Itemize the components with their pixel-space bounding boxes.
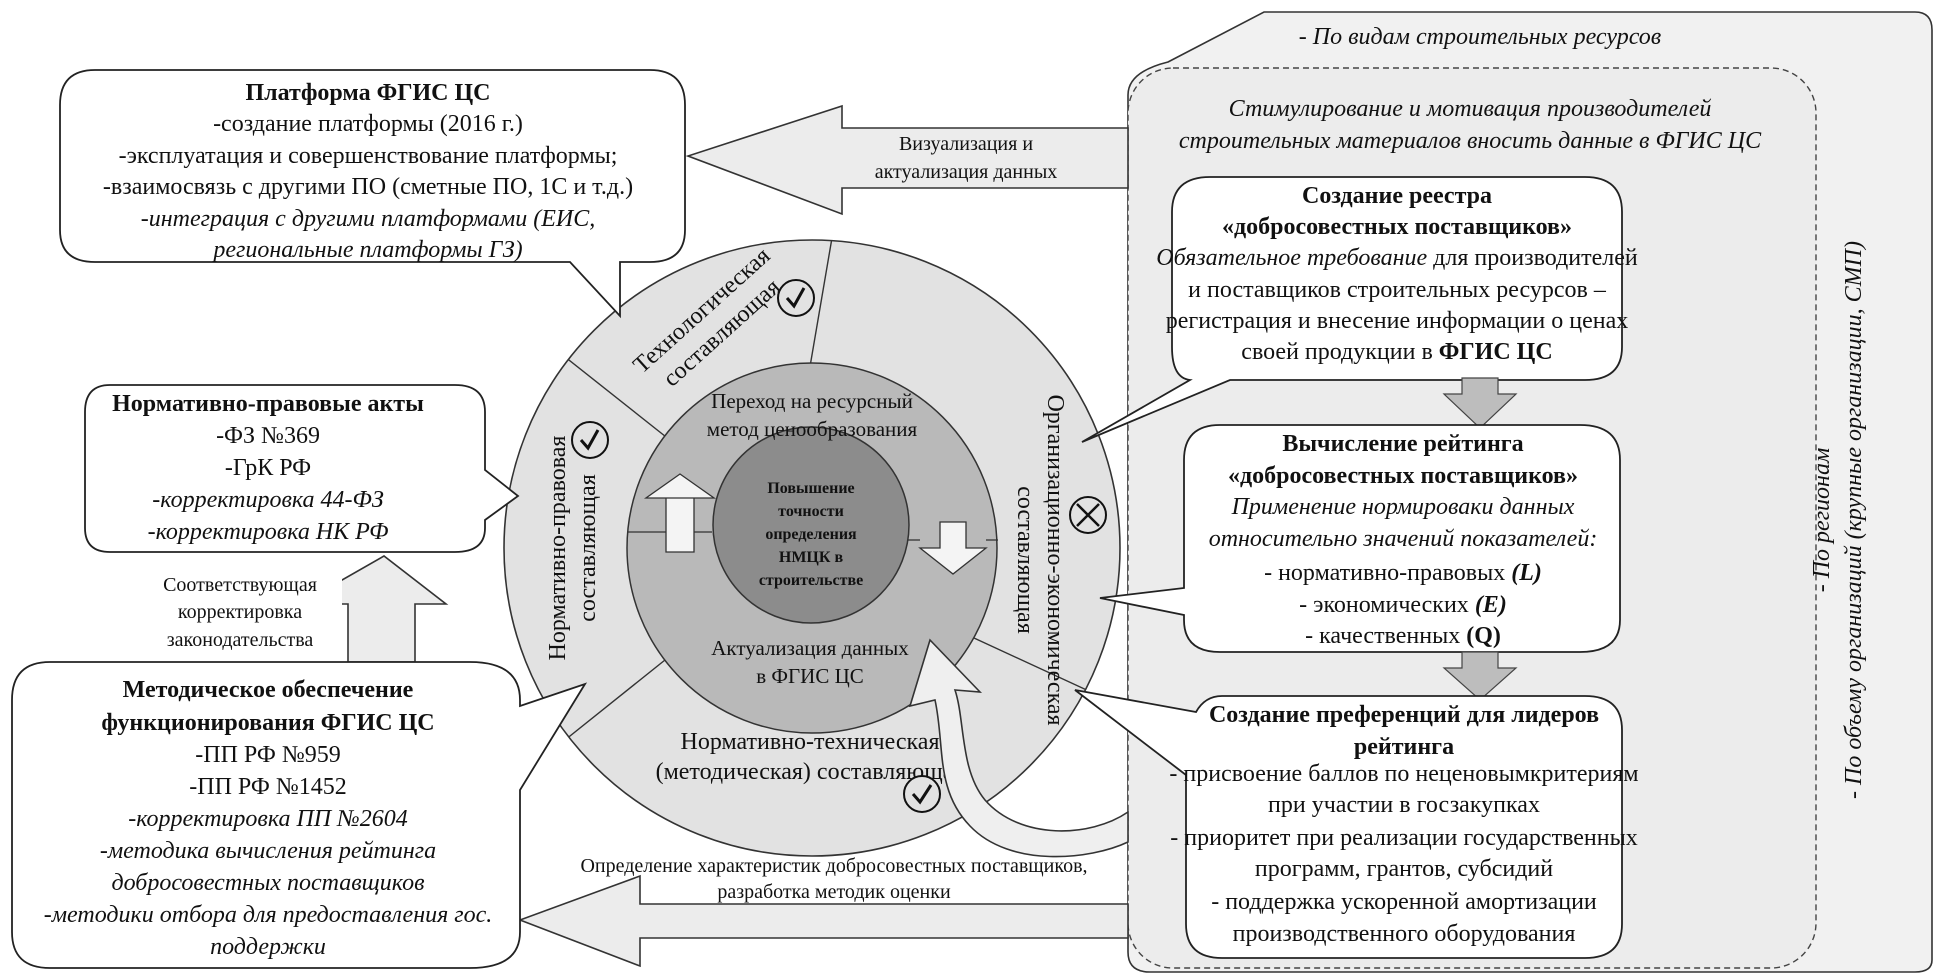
ring-bottom-label-1: Актуализация данных bbox=[711, 636, 909, 660]
ring-top-label-2: метод ценообразования bbox=[707, 417, 918, 441]
gray-down-arrow bbox=[1442, 651, 1518, 701]
svg-text:- По регионам: - По регионам bbox=[1809, 448, 1835, 593]
curved-return-arrow bbox=[908, 638, 1129, 858]
legal-line-3: -корректировка 44-ФЗ bbox=[152, 487, 384, 513]
svg-text:составляющая: составляющая bbox=[1012, 486, 1038, 633]
methodology-callout bbox=[11, 661, 588, 969]
method-line-7: поддержки bbox=[210, 934, 326, 960]
prefs-title-1: Создание преференций для лидеров bbox=[1209, 702, 1599, 728]
svg-text:Организационно-экономическая: Организационно-экономическая bbox=[1042, 394, 1068, 725]
legal-acts-callout bbox=[84, 384, 520, 553]
motivation-line-1: Стимулирование и мотивация производителе… bbox=[1229, 96, 1712, 122]
ring-bottom-label-2: в ФГИС ЦС bbox=[756, 664, 864, 688]
method-line-2: -ПП РФ №1452 bbox=[189, 774, 346, 800]
norm-tech-label-1: Нормативно-техническая bbox=[681, 729, 940, 755]
prefs-line-3: - приоритет при реализации государственн… bbox=[1170, 825, 1637, 851]
platform-line-3: -взаимосвязь с другими ПО (сметные ПО, 1… bbox=[103, 174, 633, 200]
legislation-label-1: Соответствующая bbox=[163, 574, 317, 596]
definition-arrow bbox=[517, 874, 1129, 968]
registry-title-2: «добросовестных поставщиков» bbox=[1222, 214, 1572, 240]
check-circle-icon bbox=[777, 279, 815, 317]
visualization-label-1: Визуализация и bbox=[899, 133, 1033, 155]
svg-text:Повышение: Повышение bbox=[767, 480, 854, 497]
legislation-label-2: корректировка bbox=[178, 601, 302, 623]
method-line-1: -ПП РФ №959 bbox=[195, 742, 340, 768]
norm-legal-label: Нормативно-правовая составляющая bbox=[545, 436, 601, 661]
svg-text:составляющая: составляющая bbox=[575, 474, 601, 621]
platform-line-5: региональные платформы ГЗ) bbox=[211, 237, 522, 263]
legal-line-2: -ГрК РФ bbox=[225, 455, 311, 481]
cross-circle-icon bbox=[1069, 496, 1107, 534]
rating-line-2: относительно значений показателей: bbox=[1209, 526, 1598, 552]
method-line-5: добросовестных поставщиков bbox=[111, 870, 424, 896]
method-line-4: -методика вычисления рейтинга bbox=[100, 838, 436, 864]
prefs-line-2: при участии в госзакупках bbox=[1268, 792, 1540, 818]
registry-box bbox=[1081, 176, 1623, 443]
rating-item-3: - качественных (Q) bbox=[1305, 623, 1501, 649]
svg-text:- По объему организаций (крупн: - По объему организаций (крупные организ… bbox=[1841, 241, 1867, 799]
svg-text:определения: определения bbox=[765, 526, 857, 543]
org-econ-label: Организационно-экономическая составляюща… bbox=[1012, 394, 1068, 725]
prefs-line-5: - поддержка ускоренной амортизации bbox=[1211, 889, 1597, 915]
legal-title: Нормативно-правовые акты bbox=[112, 391, 424, 417]
side-labels: - По регионам - По объему организаций (к… bbox=[1809, 241, 1867, 799]
svg-text:НМЦК в: НМЦК в bbox=[779, 549, 844, 566]
registry-line-3: регистрация и внесение информации о цена… bbox=[1166, 308, 1628, 334]
method-line-3: -корректировка ПП №2604 bbox=[128, 806, 408, 832]
method-line-6: -методики отбора для предоставления гос. bbox=[44, 902, 493, 928]
platform-line-2: -эксплуатация и совершенствование платфо… bbox=[119, 143, 618, 169]
legal-line-4: -корректировка НК РФ bbox=[148, 519, 389, 545]
platform-title: Платформа ФГИС ЦС bbox=[246, 80, 491, 106]
registry-title-1: Создание реестра bbox=[1302, 183, 1492, 209]
method-title-2: функционирования ФГИС ЦС bbox=[101, 710, 434, 736]
definition-label-2: разработка методик оценки bbox=[717, 881, 951, 903]
preferences-box bbox=[1074, 689, 1623, 959]
registry-line-4: своей продукции в ФГИС ЦС bbox=[1241, 339, 1552, 365]
core-text: Повышение точности определения НМЦК в ст… bbox=[759, 480, 863, 589]
down-arrow bbox=[918, 521, 988, 575]
resources-type-label: - По видам строительных ресурсов bbox=[1299, 24, 1661, 50]
legislation-label-3: законодательства bbox=[167, 629, 314, 651]
definition-label-1: Определение характеристик добросовестных… bbox=[580, 855, 1087, 877]
registry-line-2: и поставщиков строительных ресурсов – bbox=[1188, 277, 1607, 303]
up-arrow bbox=[643, 473, 717, 553]
platform-line-1: -создание платформы (2016 г.) bbox=[213, 111, 523, 137]
motivation-line-2: строительных материалов вносить данные в… bbox=[1179, 128, 1762, 154]
prefs-line-1: - присвоение баллов по неценовымкритерия… bbox=[1169, 761, 1638, 787]
prefs-title-2: рейтинга bbox=[1354, 734, 1454, 760]
core-circle bbox=[712, 426, 910, 624]
prefs-line-4: программ, грантов, субсидий bbox=[1255, 856, 1553, 882]
check-circle-icon bbox=[571, 421, 609, 459]
rating-line-1: Применение нормироваки данных bbox=[1231, 494, 1575, 520]
svg-text:строительстве: строительстве bbox=[759, 572, 863, 589]
rating-box bbox=[1099, 424, 1621, 653]
visualization-label-2: актуализация данных bbox=[875, 161, 1058, 183]
rating-title-2: «добросовестных поставщиков» bbox=[1228, 463, 1578, 489]
svg-text:Нормативно-правовая: Нормативно-правовая bbox=[545, 436, 571, 661]
prefs-line-6: производственного оборудования bbox=[1233, 921, 1576, 947]
ring-top-label-1: Переход на ресурсный bbox=[711, 389, 913, 413]
legal-line-1: -ФЗ №369 bbox=[216, 423, 320, 449]
rating-title-1: Вычисление рейтинга bbox=[1282, 431, 1523, 457]
check-circle-icon bbox=[903, 775, 941, 813]
rating-item-2: - экономических (E) bbox=[1299, 592, 1507, 618]
registry-line-1: Обязательное требование для производител… bbox=[1156, 245, 1638, 271]
visualization-arrow bbox=[685, 104, 1129, 216]
platform-callout bbox=[59, 69, 686, 319]
platform-line-4: -интеграция с другими платформами (ЕИС, bbox=[141, 206, 595, 232]
method-title-1: Методическое обеспечение bbox=[123, 677, 414, 703]
svg-text:точности: точности bbox=[778, 503, 844, 520]
rating-item-1: - нормативно-правовых (L) bbox=[1264, 560, 1542, 586]
